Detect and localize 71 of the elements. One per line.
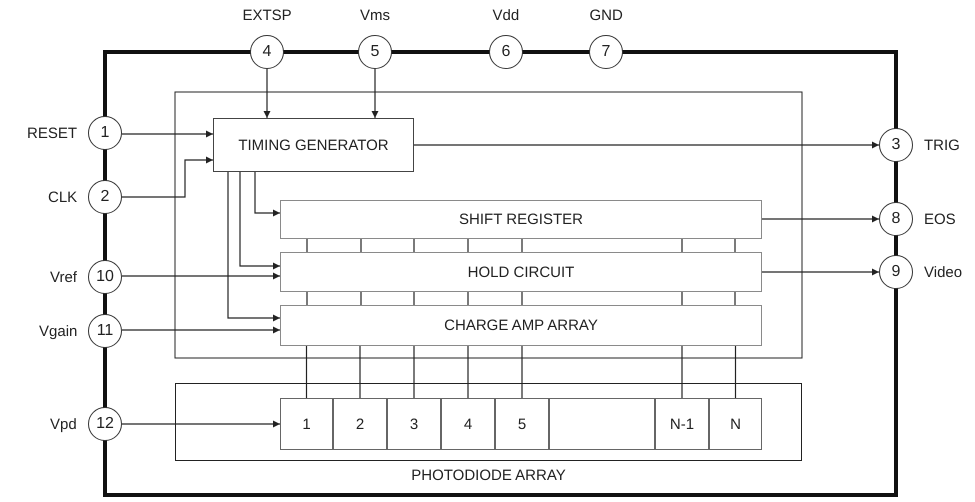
pin-name: GND bbox=[590, 7, 623, 24]
arrow bbox=[122, 326, 280, 334]
pin-name: Vgain bbox=[39, 322, 78, 340]
connection-line bbox=[681, 239, 683, 252]
photodiode-cell: 1 bbox=[280, 398, 333, 450]
pin-circle: 2 bbox=[88, 180, 122, 214]
connection-line bbox=[681, 346, 683, 398]
pin-name: RESET bbox=[27, 124, 78, 142]
connection-line bbox=[306, 346, 308, 398]
connection-line bbox=[360, 292, 362, 305]
arrow bbox=[414, 142, 879, 148]
connection-line bbox=[467, 346, 469, 398]
connection-line bbox=[467, 292, 469, 305]
pin-circle: 8 bbox=[879, 202, 913, 236]
timing-generator-block: TIMING GENERATOR bbox=[213, 118, 414, 172]
pin-name: Vref bbox=[50, 268, 77, 286]
pin-circle: 10 bbox=[88, 260, 122, 294]
pin-name: Vpd bbox=[50, 416, 77, 432]
pin-circle: 7 bbox=[589, 35, 623, 69]
pin-name: Vdd bbox=[492, 7, 520, 24]
arrow bbox=[227, 172, 280, 322]
connection-line bbox=[734, 346, 736, 398]
charge-amp-block: CHARGE AMP ARRAY bbox=[280, 305, 762, 346]
connection-line bbox=[681, 292, 683, 305]
pin-name: CLK bbox=[48, 188, 78, 206]
arrow bbox=[372, 69, 378, 118]
pin-name: EOS bbox=[924, 210, 956, 228]
shift-register-block: SHIFT REGISTER bbox=[280, 200, 762, 239]
arrow bbox=[762, 268, 879, 276]
pin-circle: 3 bbox=[879, 128, 913, 162]
connection-line bbox=[306, 239, 308, 252]
arrow bbox=[122, 420, 280, 428]
connection-line bbox=[360, 239, 362, 252]
photodiode-cell: N-1 bbox=[655, 398, 709, 450]
pin-name: Vms bbox=[360, 7, 390, 24]
connection-line bbox=[306, 292, 308, 305]
pin-name: TRIG bbox=[924, 136, 960, 154]
connection-line bbox=[413, 292, 415, 305]
arrow bbox=[762, 216, 879, 222]
photodiode-cell: N bbox=[709, 398, 762, 450]
photodiode-cell bbox=[549, 398, 655, 450]
connection-line bbox=[734, 292, 736, 305]
photodiode-cell: 2 bbox=[333, 398, 387, 450]
connection-line bbox=[521, 292, 523, 305]
photodiode-cell: 5 bbox=[495, 398, 549, 450]
photodiode-cell: 4 bbox=[441, 398, 495, 450]
pin-circle: 4 bbox=[250, 35, 284, 69]
connection-line bbox=[413, 239, 415, 252]
arrow bbox=[239, 172, 280, 270]
array-title: PHOTODIODE ARRAY bbox=[410, 467, 567, 484]
photodiode-cell: 3 bbox=[387, 398, 441, 450]
arrow bbox=[122, 130, 213, 138]
connection-line bbox=[413, 346, 415, 398]
arrow bbox=[254, 172, 280, 216]
hold-circuit-block: HOLD CIRCUIT bbox=[280, 252, 762, 292]
connection-line bbox=[734, 239, 736, 252]
arrow bbox=[264, 69, 270, 118]
pin-circle: 5 bbox=[358, 35, 392, 69]
arrow bbox=[122, 156, 213, 198]
pin-name: EXTSP bbox=[242, 7, 292, 24]
pin-circle: 1 bbox=[88, 116, 122, 150]
connection-line bbox=[359, 346, 361, 398]
pin-circle: 11 bbox=[88, 314, 122, 348]
pin-name: Video bbox=[924, 264, 962, 280]
arrow bbox=[122, 272, 280, 280]
pin-circle: 6 bbox=[489, 35, 523, 69]
connection-line bbox=[521, 239, 523, 252]
pin-circle: 12 bbox=[88, 407, 122, 441]
connection-line bbox=[467, 239, 469, 252]
connection-line bbox=[521, 346, 523, 398]
pin-circle: 9 bbox=[879, 255, 913, 289]
